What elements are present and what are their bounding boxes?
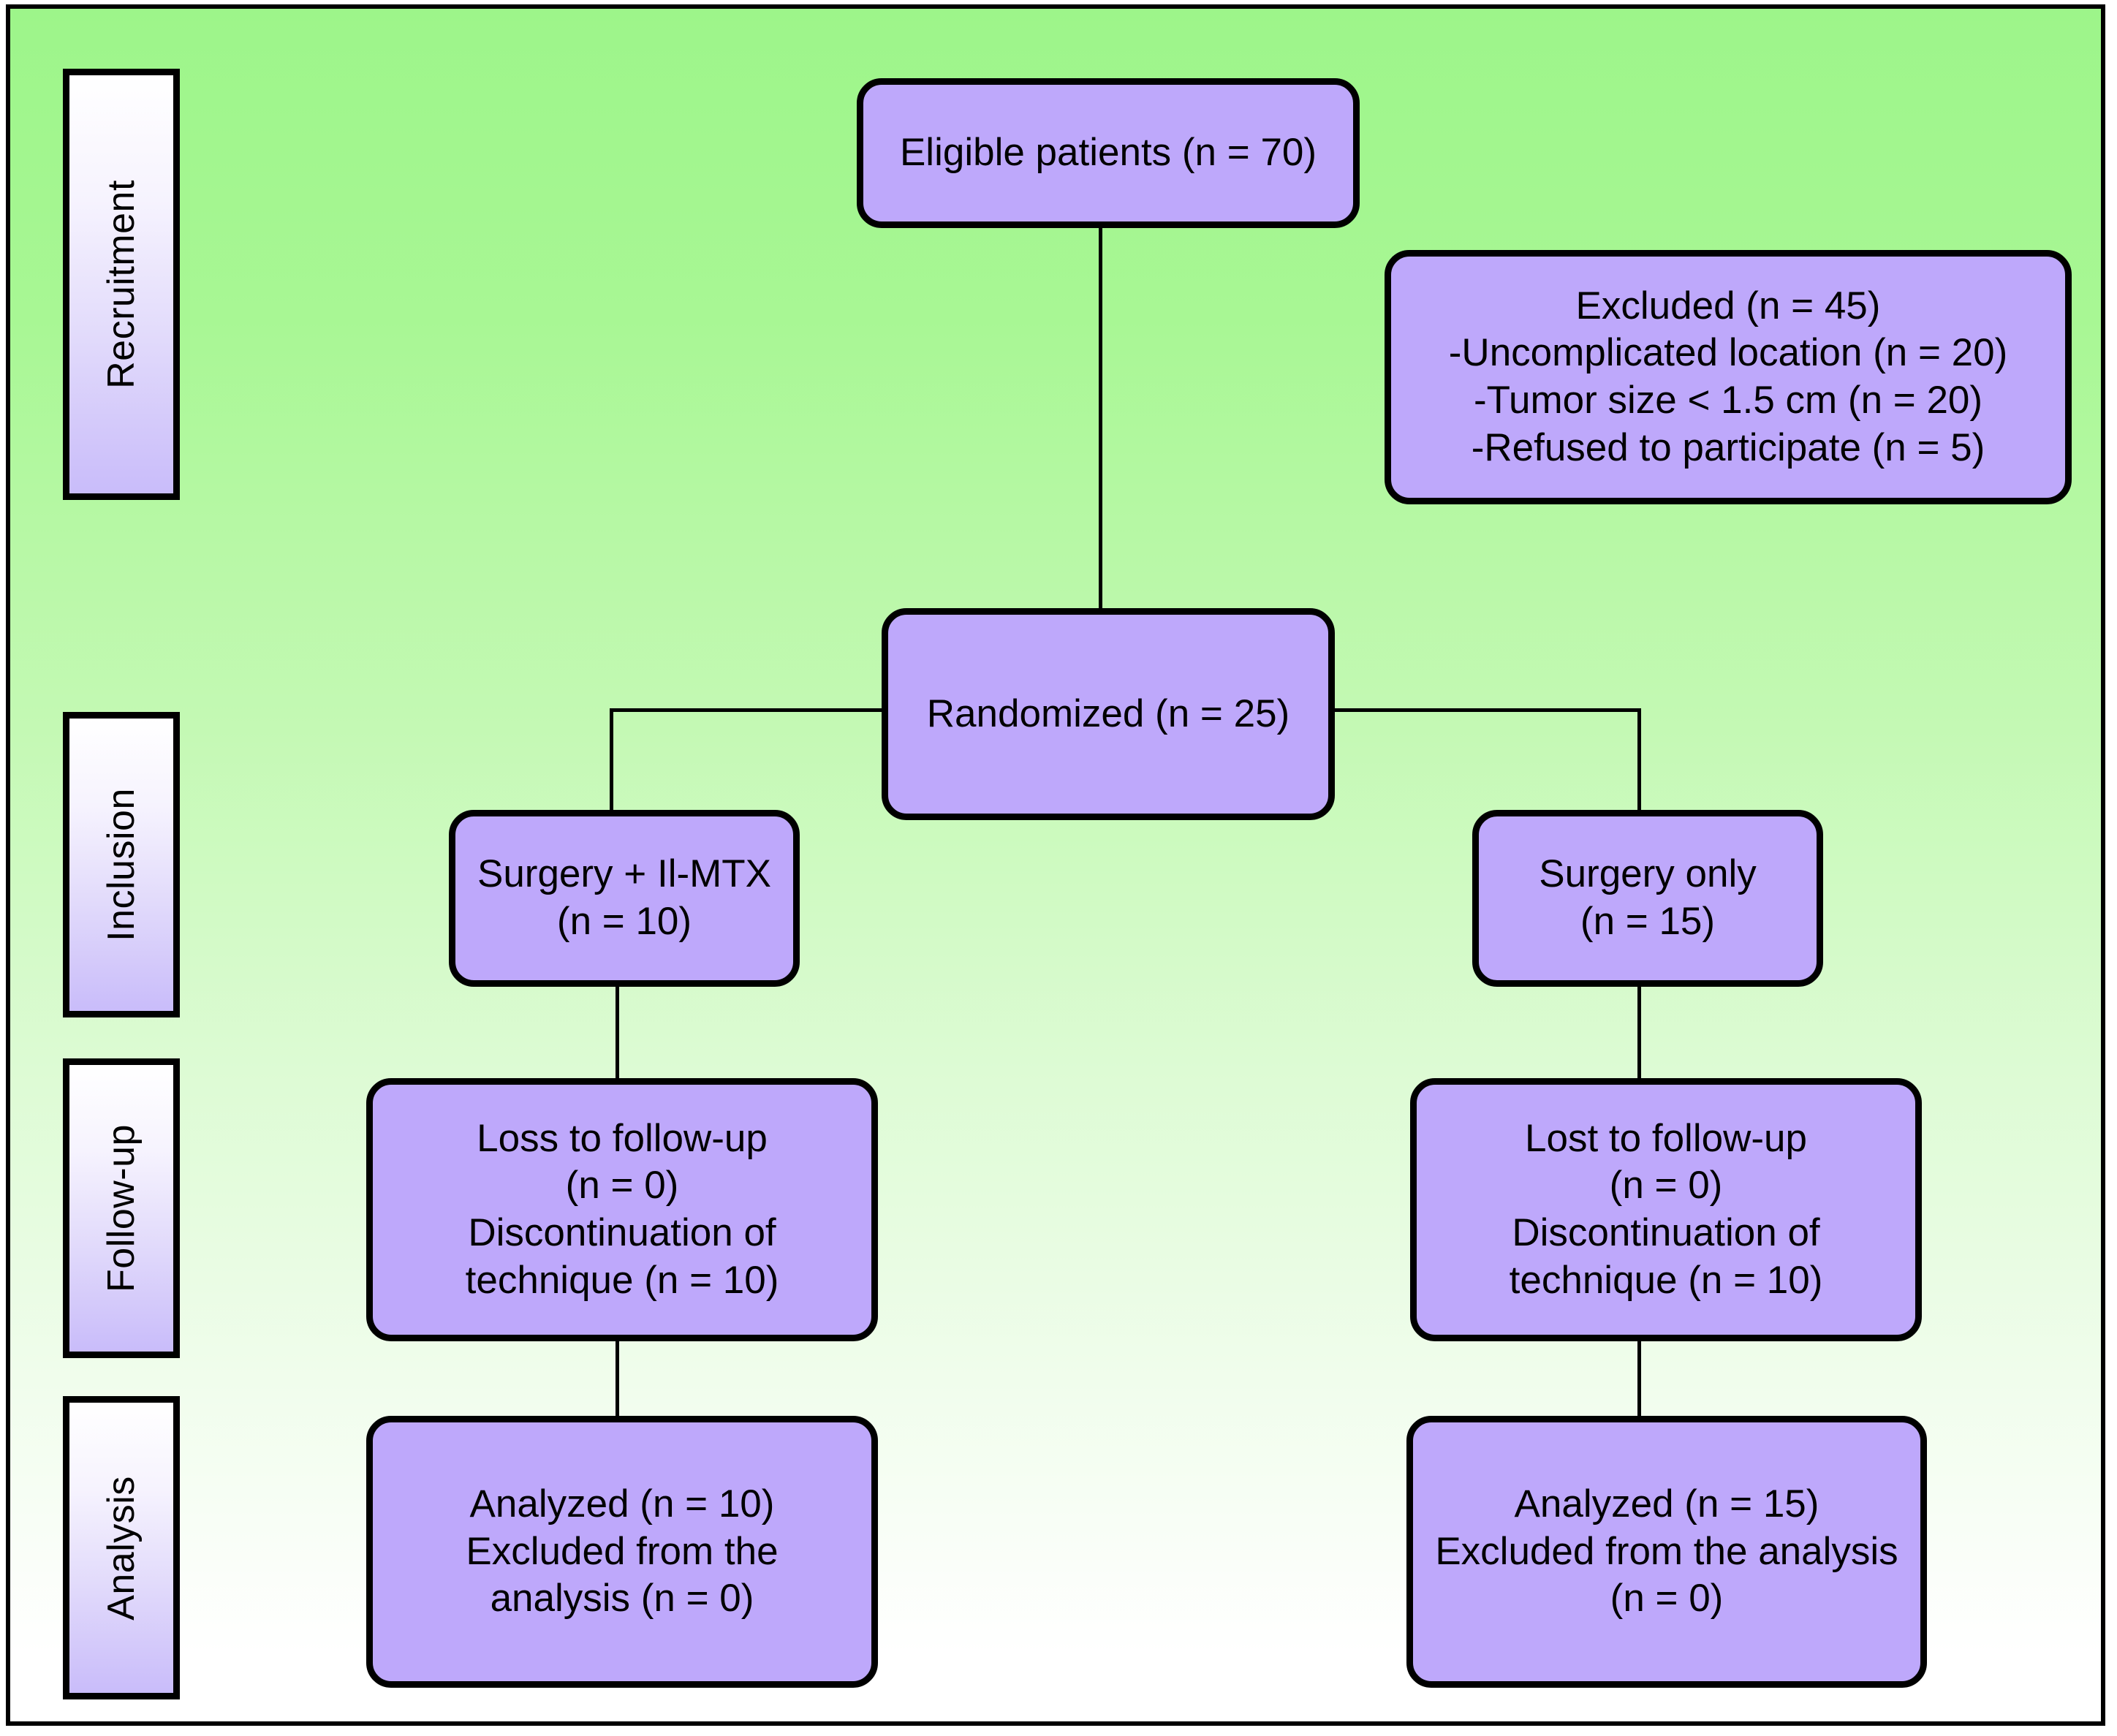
connector-left-followup-to-analysis — [616, 1324, 619, 1419]
node-analysis-right[interactable]: Analyzed (n = 15) Excluded from the anal… — [1406, 1416, 1927, 1688]
node-text-line: analysis (n = 0) — [490, 1577, 754, 1621]
node-surgery-only[interactable]: Surgery only (n = 15) — [1472, 810, 1823, 987]
node-text-line: Analyzed (n = 15) — [1514, 1482, 1819, 1526]
node-randomized-text: Randomized (n = 25) — [895, 691, 1321, 738]
node-analysis-right-text: Analyzed (n = 15) Excluded from the anal… — [1420, 1481, 1913, 1623]
node-text-line: Randomized (n = 25) — [926, 691, 1290, 735]
connector-left-arm-to-followup — [616, 974, 619, 1080]
connector-eligible-to-randomized — [1099, 113, 1102, 623]
phase-box-recruitment: Recruitment — [63, 69, 180, 500]
phase-label-inclusion: Inclusion — [100, 788, 143, 941]
node-text-line: -Uncomplicated location (n = 20) — [1448, 331, 2008, 375]
node-text-line: Surgery only — [1539, 852, 1757, 896]
phase-box-inclusion: Inclusion — [63, 712, 180, 1017]
node-excluded-text: Excluded (n = 45) -Uncomplicated locatio… — [1398, 283, 2058, 472]
node-text-line: Lost to follow-up — [1525, 1116, 1807, 1160]
node-text-line: -Tumor size < 1.5 cm (n = 20) — [1473, 379, 1983, 422]
node-randomized[interactable]: Randomized (n = 25) — [882, 608, 1335, 820]
node-followup-right-text: Lost to follow-up (n = 0) Discontinuatio… — [1424, 1115, 1908, 1305]
connector-randomized-right-vertical — [1637, 708, 1641, 810]
node-text-line: Eligible patients (n = 70) — [899, 131, 1317, 175]
node-text-line: technique (n = 10) — [1509, 1258, 1823, 1302]
node-surgery-only-text: Surgery only (n = 15) — [1486, 851, 1809, 945]
diagram-frame: Recruitment Inclusion Follow-up Analysis — [6, 4, 2105, 1726]
connector-randomized-left-vertical — [610, 708, 613, 810]
node-text-line: Discontinuation of — [468, 1211, 776, 1254]
node-text-line: (n = 15) — [1580, 900, 1716, 943]
node-text-line: Analyzed (n = 10) — [469, 1482, 775, 1526]
node-analysis-left[interactable]: Analyzed (n = 10) Excluded from the anal… — [366, 1416, 878, 1688]
phase-box-analysis: Analysis — [63, 1396, 180, 1699]
phase-label-analysis: Analysis — [100, 1475, 143, 1621]
phase-label-followup: Follow-up — [100, 1124, 143, 1292]
phase-box-followup: Follow-up — [63, 1058, 180, 1358]
connector-right-arm-to-followup — [1637, 974, 1641, 1080]
node-eligible-patients-text: Eligible patients (n = 70) — [871, 129, 1346, 177]
node-analysis-left-text: Analyzed (n = 10) Excluded from the anal… — [380, 1481, 864, 1623]
node-followup-left-text: Loss to follow-up (n = 0) Discontinuatio… — [380, 1115, 864, 1305]
node-surgery-plus-il-mtx[interactable]: Surgery + Il-MTX (n = 10) — [449, 810, 800, 987]
node-surgery-plus-il-mtx-text: Surgery + Il-MTX (n = 10) — [463, 851, 786, 945]
node-text-line: Discontinuation of — [1512, 1211, 1820, 1254]
node-text-line: (n = 0) — [1610, 1577, 1724, 1621]
node-text-line: (n = 0) — [565, 1164, 679, 1208]
node-followup-left[interactable]: Loss to follow-up (n = 0) Discontinuatio… — [366, 1078, 878, 1341]
node-text-line: Excluded (n = 45) — [1575, 284, 1881, 327]
phase-label-recruitment: Recruitment — [100, 180, 143, 389]
node-text-line: Surgery + Il-MTX — [477, 852, 771, 896]
node-text-line: Loss to follow-up — [477, 1116, 768, 1160]
node-excluded[interactable]: Excluded (n = 45) -Uncomplicated locatio… — [1385, 250, 2072, 504]
node-text-line: Excluded from the — [466, 1529, 779, 1573]
connector-right-followup-to-analysis — [1637, 1324, 1641, 1419]
connector-randomized-left-horizontal — [610, 708, 884, 712]
node-eligible-patients[interactable]: Eligible patients (n = 70) — [857, 78, 1360, 228]
node-text-line: Excluded from the analysis — [1435, 1529, 1898, 1573]
node-text-line: (n = 0) — [1609, 1164, 1723, 1208]
node-followup-right[interactable]: Lost to follow-up (n = 0) Discontinuatio… — [1410, 1078, 1922, 1341]
node-text-line: (n = 10) — [556, 900, 692, 943]
connector-randomized-right-horizontal — [1311, 708, 1640, 712]
node-text-line: technique (n = 10) — [465, 1258, 779, 1302]
node-text-line: -Refused to participate (n = 5) — [1471, 425, 1985, 469]
